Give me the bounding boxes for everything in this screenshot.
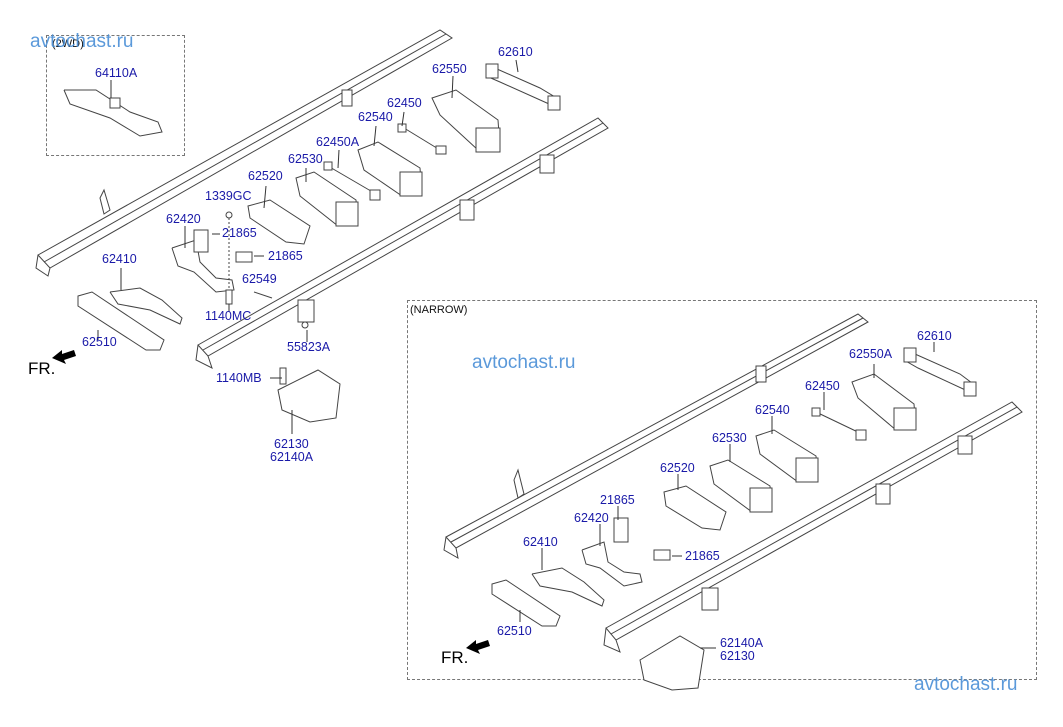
crossmember-62520: [247, 199, 311, 245]
narrow-crossmember-62550A: [851, 373, 917, 431]
narrow-part-label-62410[interactable]: 62410: [523, 535, 558, 549]
nut-55823A: [301, 321, 309, 329]
part-label-62520[interactable]: 62520: [248, 169, 283, 183]
narrow-bracket-62420: [581, 541, 643, 587]
narrow-part-label-21865-upper[interactable]: 21865: [600, 493, 635, 507]
narrow-crossmember-62540: [755, 429, 819, 483]
part-label-1140MC[interactable]: 1140MC: [205, 309, 252, 323]
part-label-62420[interactable]: 62420: [166, 212, 201, 226]
part-label-62550[interactable]: 62550: [432, 62, 467, 76]
part-label-62549[interactable]: 62549: [242, 272, 277, 286]
part-label-1339GC[interactable]: 1339GC: [205, 189, 252, 203]
part-label-62130[interactable]: 62130: [274, 437, 309, 451]
crossmember-62410: [109, 287, 183, 325]
right-frame-rail: [195, 117, 609, 369]
narrow-part-label-62540[interactable]: 62540: [755, 403, 790, 417]
narrow-part-label-62140A[interactable]: 62140A: [720, 636, 764, 650]
part-label-62530[interactable]: 62530: [288, 152, 323, 166]
part-label-62450A[interactable]: 62450A: [316, 135, 360, 149]
assembly-64110A: [63, 89, 163, 137]
crossmember-62550: [431, 89, 501, 153]
narrow-crossmember-62410: [531, 567, 605, 607]
narrow-crossmember-62610: [903, 347, 977, 397]
narrow-part-label-62420[interactable]: 62420: [574, 511, 609, 525]
narrow-part-label-62610[interactable]: 62610: [917, 329, 952, 343]
narrow-part-label-62130[interactable]: 62130: [720, 649, 755, 663]
narrow-part-label-21865-lower[interactable]: 21865: [685, 549, 720, 563]
part-label-64110A[interactable]: 64110A: [95, 66, 138, 80]
part-label-62140A[interactable]: 62140A: [270, 450, 314, 464]
part-label-62610[interactable]: 62610: [498, 45, 533, 59]
bolt-1140MC: [225, 289, 233, 305]
narrow-crossmember-62520: [663, 485, 727, 531]
bolt-1140MB: [279, 367, 287, 385]
part-label-1140MB[interactable]: 1140MB: [216, 371, 262, 385]
narrow-part-label-62520[interactable]: 62520: [660, 461, 695, 475]
part-label-62540[interactable]: 62540: [358, 110, 393, 124]
bracket-62130: [277, 369, 341, 423]
part-label-62410[interactable]: 62410: [102, 252, 137, 266]
narrow-part-label-62450[interactable]: 62450: [805, 379, 840, 393]
narrow-section-box: [407, 300, 1037, 680]
narrow-bracket-21865: [613, 517, 671, 561]
crossmember-62510: [77, 291, 165, 351]
narrow-bracket-62130: [639, 635, 705, 691]
part-label-62510[interactable]: 62510: [82, 335, 117, 349]
narrow-crossmember-62450: [811, 407, 867, 441]
watermark-top-left: avtochast.ru: [30, 31, 134, 52]
narrow-right-frame-rail: [603, 401, 1023, 653]
narrow-crossmember-62510: [491, 579, 561, 627]
crossmember-62450: [397, 123, 447, 155]
bolt-62549: [253, 291, 273, 299]
2wd-section-title: (2WD): [52, 38, 84, 50]
front-arrow-icon: [52, 350, 76, 364]
narrow-left-frame-rail: [443, 313, 869, 559]
front-direction-label-narrow: FR.: [441, 648, 469, 667]
bolt-1339GC: [225, 211, 233, 300]
front-direction-label: FR.: [28, 359, 56, 378]
narrow-part-label-62510[interactable]: 62510: [497, 624, 532, 638]
watermark-center: avtochast.ru: [472, 352, 576, 373]
narrow-crossmember-62530: [709, 459, 773, 513]
crossmember-62610: [485, 63, 561, 111]
narrow-part-label-62530[interactable]: 62530: [712, 431, 747, 445]
front-arrow-icon-narrow: [466, 640, 490, 654]
bracket-21865: [193, 229, 253, 263]
crossmember-62530: [295, 171, 359, 227]
part-label-21865-lower[interactable]: 21865: [268, 249, 303, 263]
leader-lines: [97, 59, 935, 649]
narrow-section-title: (NARROW): [410, 304, 468, 316]
crossmember-62540: [357, 141, 423, 197]
crossmember-62450A: [323, 161, 381, 201]
part-label-62450[interactable]: 62450: [387, 96, 422, 110]
narrow-part-label-62550A[interactable]: 62550A: [849, 347, 893, 361]
watermark-bottom-right: avtochast.ru: [914, 674, 1018, 695]
part-label-55823A[interactable]: 55823A: [287, 340, 331, 354]
left-frame-rail: [35, 29, 453, 277]
2wd-section-box: [46, 35, 185, 156]
part-label-21865-upper[interactable]: 21865: [222, 226, 257, 240]
